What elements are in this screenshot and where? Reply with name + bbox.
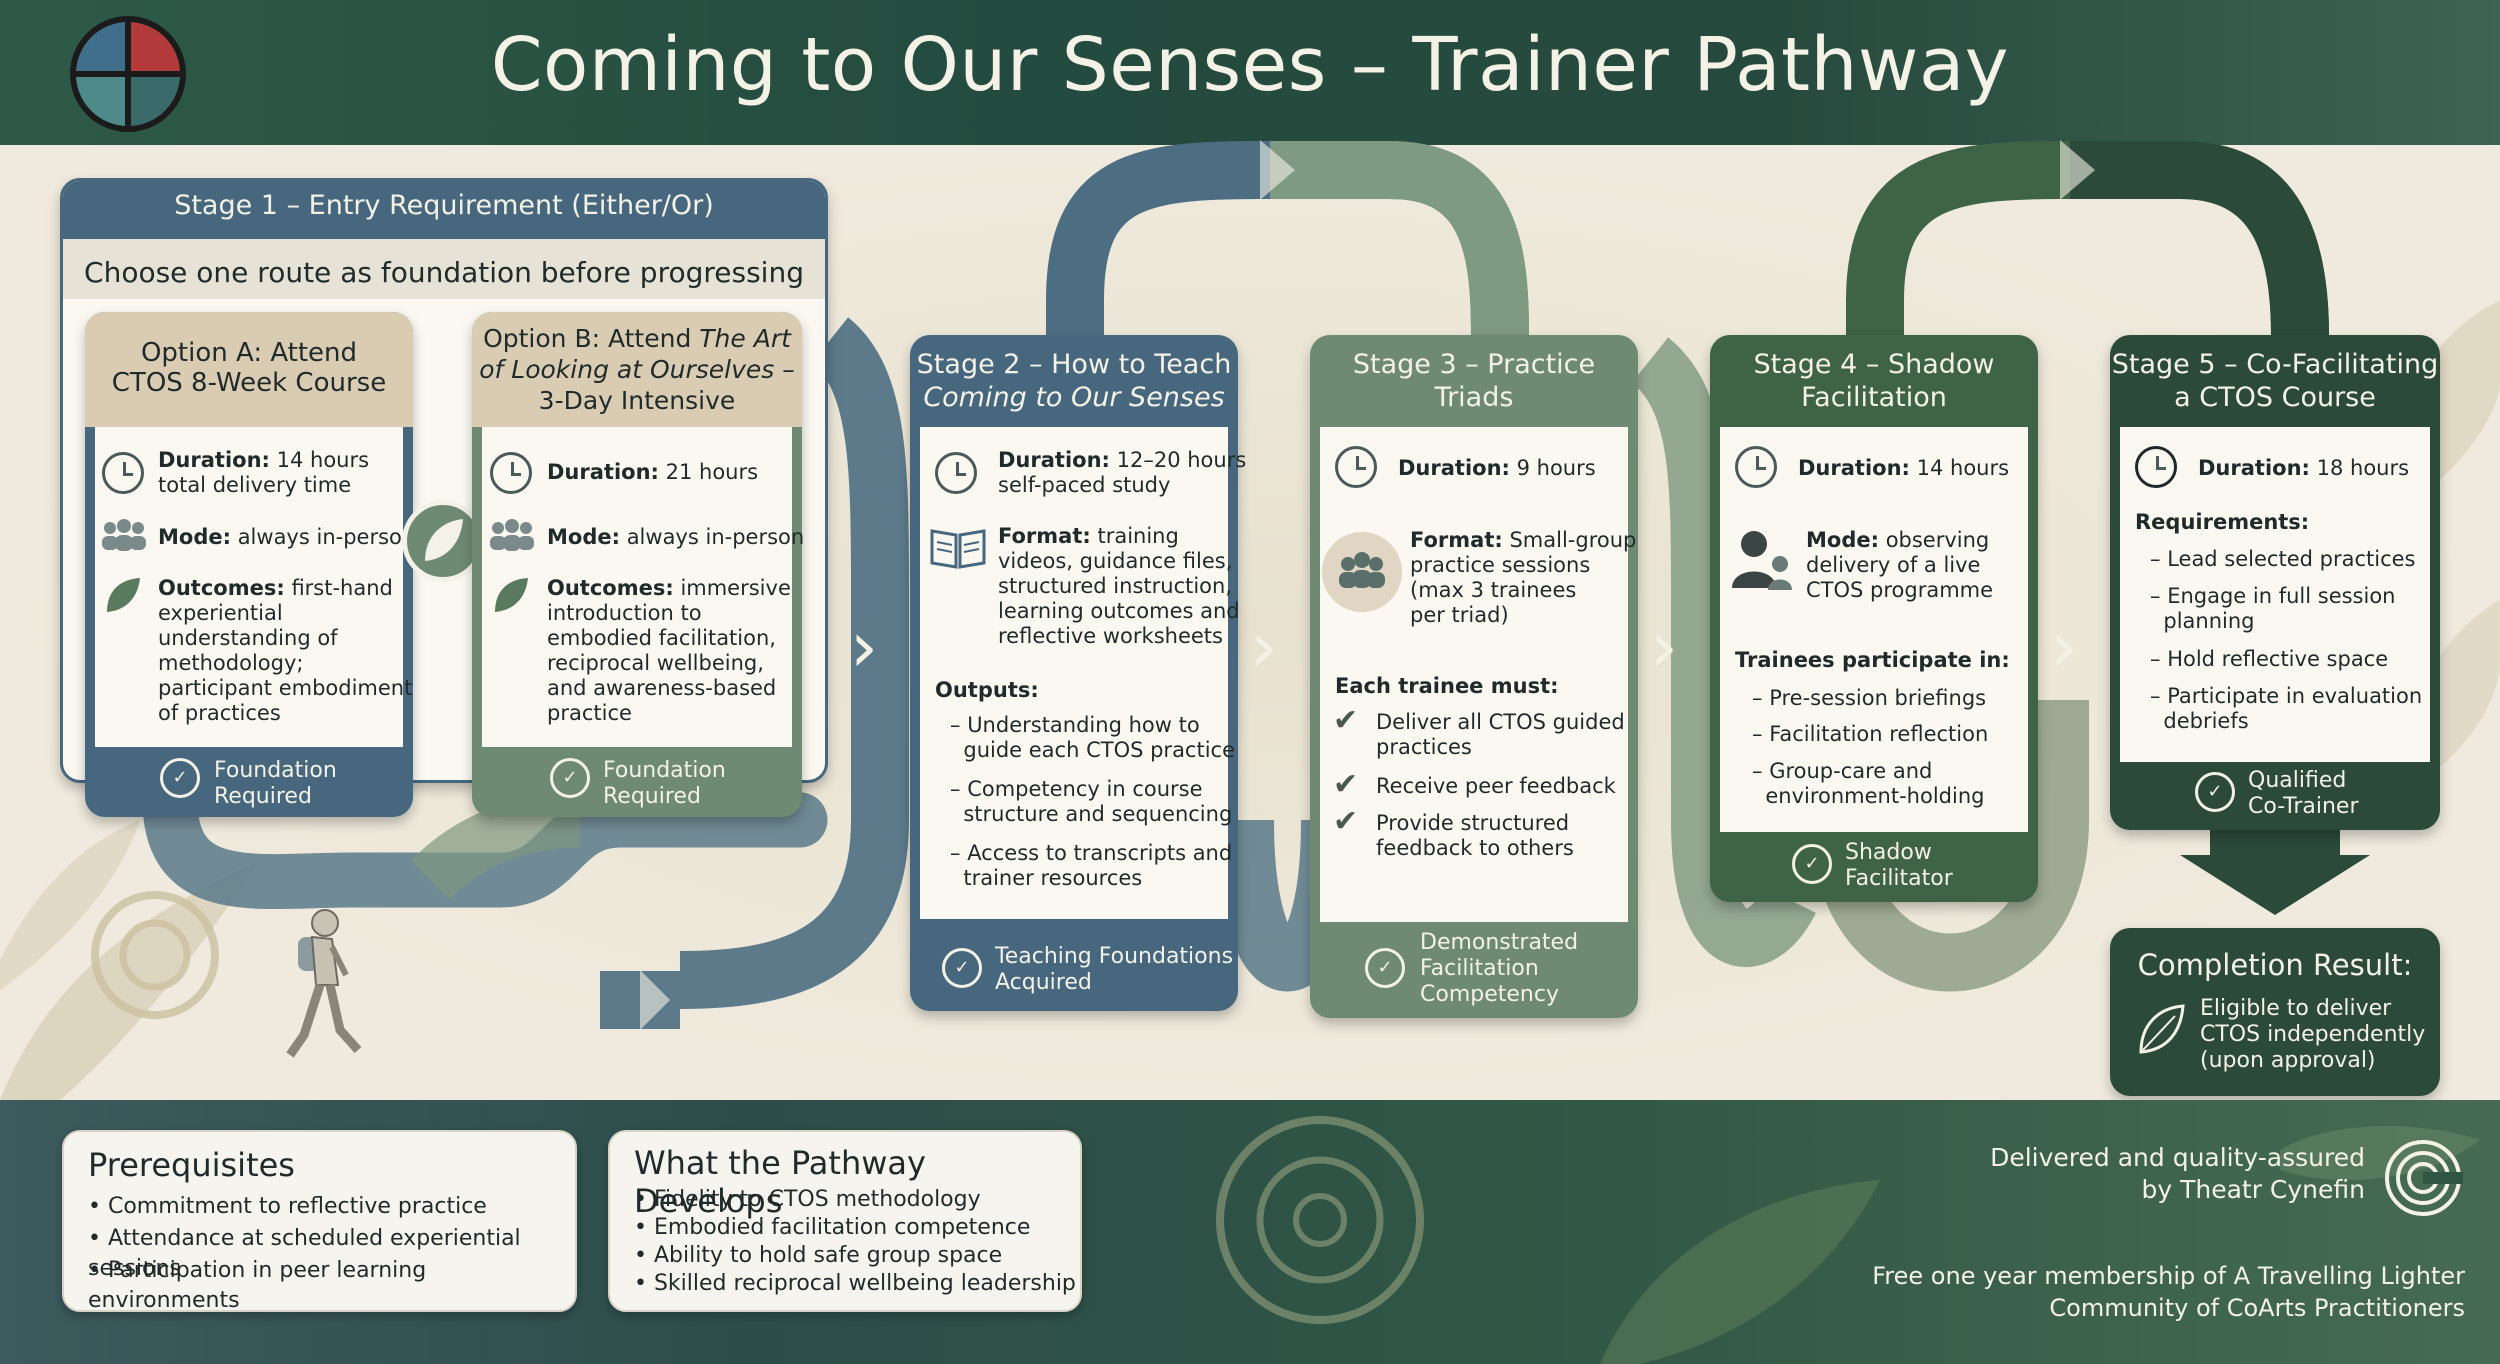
option-b-outcomes: Outcomes: immersive introduction to embo… [547, 576, 791, 725]
prerequisites-panel: Prerequisites • Commitment to reflective… [62, 1130, 577, 1313]
stage1-subheader: Choose one route as foundation before pr… [84, 256, 804, 289]
stage5-item-4: – Participate in evaluation debriefs [2150, 684, 2423, 733]
prerequisite-item: • Attendance at scheduled experiential s… [88, 1226, 521, 1281]
stage5-item-3: – Hold reflective space [2150, 647, 2389, 671]
award-badge-icon: ✓ [1365, 948, 1405, 988]
option-a-mode: Mode: always in-person [158, 525, 416, 549]
prerequisites-title: Prerequisites [88, 1146, 295, 1184]
leaf-icon [2139, 1004, 2185, 1054]
stage5-duration: Duration: 18 hours [2198, 456, 2410, 480]
stage3-must-2: Receive peer feedback [1376, 774, 1616, 798]
award-badge-icon: ✓ [160, 758, 200, 798]
stage2-outputs-label: Outputs: [935, 678, 1039, 702]
award-badge-icon: ✓ [942, 948, 982, 988]
prerequisite-item: • Participation in peer learning environ… [88, 1258, 427, 1313]
award-badge-icon: ✓ [550, 758, 590, 798]
stage4-item-2: – Facilitation reflection [1752, 722, 1989, 746]
walking-person-icon [286, 909, 362, 1058]
option-b-title: Option B: Attend The Art of Looking at O… [479, 324, 795, 415]
leaf-icon [107, 578, 140, 612]
option-a-title: Option A: Attend CTOS 8-Week Course [111, 338, 387, 398]
chevron-right-icon: › [2050, 606, 2078, 688]
ctos-logo-icon [70, 16, 186, 132]
chevron-right-icon: › [1650, 606, 1678, 688]
checkmark-icon: ✔ [1333, 804, 1359, 839]
people-icon [490, 519, 534, 551]
option-b-duration: Duration: 21 hours [547, 460, 759, 484]
header-band [0, 0, 2500, 145]
checkmark-icon: ✔ [1333, 767, 1359, 802]
stage5-req-label: Requirements: [2135, 510, 2310, 534]
stage3-format: Format: Small-group practice sessions (m… [1410, 528, 1637, 627]
clock-icon [1735, 446, 1777, 488]
clock-icon [935, 452, 977, 494]
develops-item: • Fidelity to CTOS methodology [634, 1187, 981, 1212]
stage5-item-2: – Engage in full session planning [2150, 584, 2396, 633]
chevron-right-icon: › [1250, 606, 1278, 688]
person-icon [1732, 531, 1792, 590]
celtic-knot-logo [2385, 1140, 2463, 1216]
page-title: Coming to Our Senses – Trainer Pathway [490, 22, 2010, 108]
option-a-card [85, 312, 413, 817]
stage3-must-label: Each trainee must: [1335, 674, 1559, 698]
stage1-header: Stage 1 – Entry Requirement (Either/Or) [174, 190, 714, 221]
stage3-card [1310, 335, 1638, 1018]
stage3-duration: Duration: 9 hours [1398, 456, 1596, 480]
clock-icon [2135, 446, 2177, 488]
develops-item: • Embodied facilitation competence [634, 1215, 1031, 1240]
stage2-output-3: – Access to transcripts and trainer reso… [950, 841, 1233, 890]
option-b-card [472, 312, 802, 817]
award-badge-icon: ✓ [2195, 772, 2235, 812]
membership-text: Free one year membership of A Travelling… [1872, 1262, 2465, 1322]
stage2-card [910, 335, 1238, 1011]
stage5-item-1: – Lead selected practices [2150, 547, 2416, 571]
stage4-item-1: – Pre-session briefings [1752, 686, 1987, 710]
stage2-output-2: – Competency in course structure and seq… [950, 777, 1233, 826]
stage4-duration: Duration: 14 hours [1798, 456, 2010, 480]
book-icon [930, 529, 986, 569]
clock-icon [102, 452, 144, 494]
clock-icon [490, 452, 532, 494]
people-icon [1322, 532, 1402, 612]
leaf-icon [495, 578, 528, 612]
stage4-mode: Mode: observing delivery of a live CTOS … [1806, 528, 1994, 602]
stage2-format: Format: training videos, guidance files,… [998, 524, 1240, 648]
option-a-outcomes: Outcomes: first-hand experiential unders… [158, 576, 413, 725]
stage2-output-1: – Understanding how to guide each CTOS p… [950, 713, 1236, 762]
stage4-item-3: – Group-care and environment-holding [1752, 759, 1985, 808]
checkmark-icon: ✔ [1333, 703, 1359, 738]
develops-title: What the Pathway Develops [634, 1144, 926, 1220]
award-badge-icon: ✓ [1792, 844, 1832, 884]
prerequisite-item: • Commitment to reflective practice [88, 1194, 487, 1219]
stage4-card [1710, 335, 2038, 902]
stage5-card [2110, 335, 2440, 830]
clock-icon [1335, 446, 1377, 488]
completion-title: Completion Result: [2137, 948, 2413, 982]
people-icon [102, 519, 146, 551]
option-b-mode: Mode: always in-person [547, 525, 805, 549]
stage4-participate-label: Trainees participate in: [1735, 648, 2010, 672]
develops-panel: What the Pathway Develops • Fidelity to … [608, 1130, 1082, 1312]
develops-item: • Ability to hold safe group space [634, 1243, 1003, 1268]
chevron-right-icon: › [850, 606, 878, 688]
develops-item: • Skilled reciprocal wellbeing leadershi… [634, 1271, 1076, 1296]
